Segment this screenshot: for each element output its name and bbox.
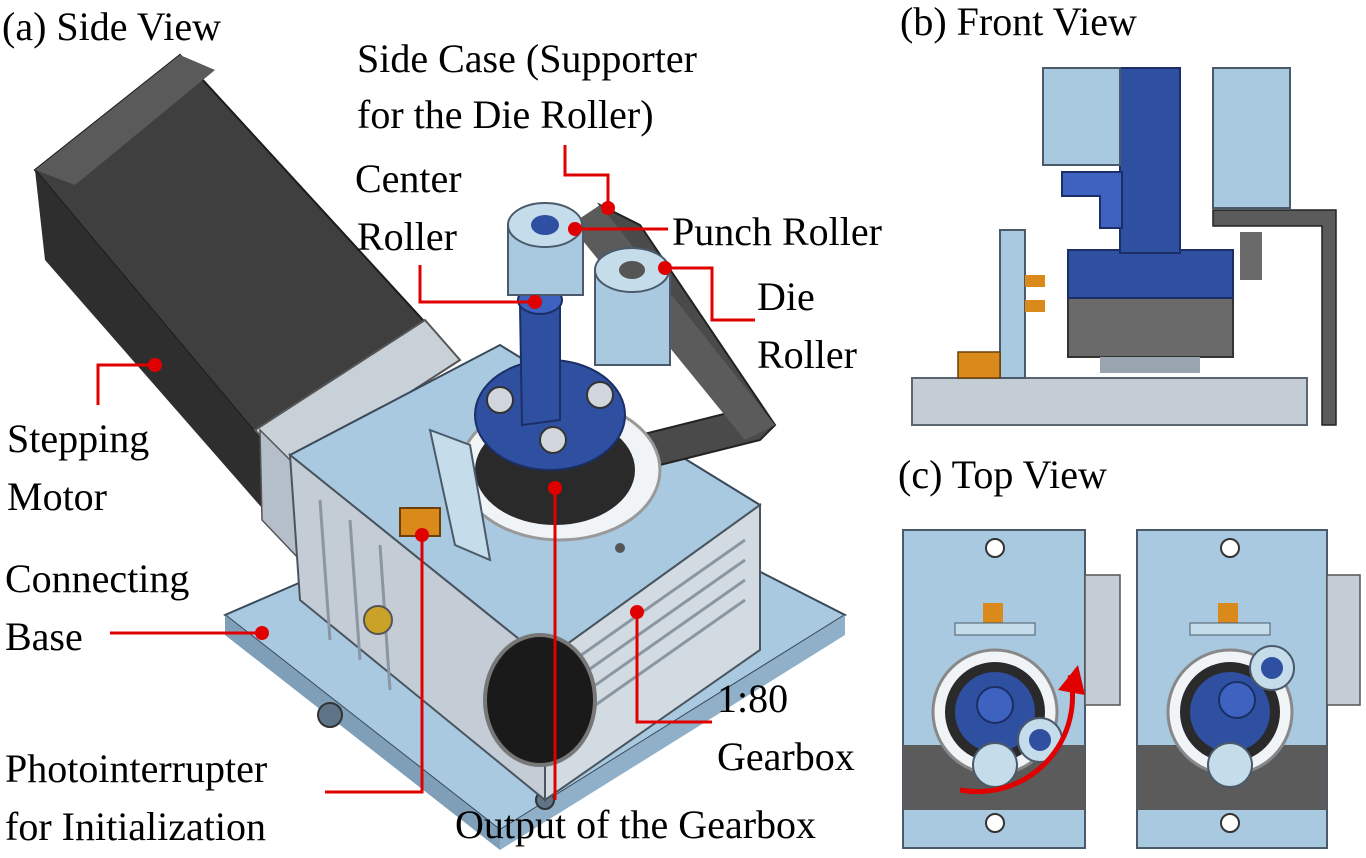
- mount-nuts: [486, 381, 614, 454]
- label-photointerrupter-line1: Photointerrupter: [5, 746, 267, 791]
- leader-output-dot: [548, 481, 562, 495]
- stepping-motor-side: [35, 170, 295, 540]
- front-center-roller-arm: [1061, 171, 1123, 229]
- labels: (a) Side View (b) Front View (c) Top Vie…: [2, 0, 1137, 849]
- punch-roller-core: [531, 215, 559, 235]
- side-view-illustration: [33, 53, 848, 850]
- label-center-roller-line2: Roller: [357, 214, 457, 259]
- rotation-arrow-head: [1058, 665, 1085, 695]
- top-left-motor-flange: [1084, 574, 1121, 706]
- front-photo-mount: [999, 229, 1026, 379]
- connecting-base-edge: [225, 615, 500, 850]
- front-output-hub: [1067, 294, 1234, 358]
- front-die-roller: [1212, 67, 1291, 209]
- gearbox-coupling: [363, 605, 393, 635]
- leader-gearbox-dot: [630, 605, 644, 619]
- label-gearbox-line2: Gearbox: [717, 734, 855, 779]
- top-right-motor-flange: [1326, 574, 1361, 706]
- leader-side-case-dot: [601, 201, 615, 215]
- label-die-roller-line2: Roller: [757, 332, 857, 377]
- front-shaft-collar: [1100, 357, 1200, 373]
- leader-stepping-motor: [96, 363, 155, 405]
- front-gearbox: [911, 377, 1308, 426]
- gearbox-shaft-opening: [483, 633, 597, 767]
- label-output: Output of the Gearbox: [455, 802, 816, 847]
- label-die-roller-line1: Die: [757, 274, 815, 319]
- front-mount-disc: [1067, 249, 1234, 299]
- leader-photointerrupter: [325, 535, 424, 794]
- label-gearbox-line1: 1:80: [717, 676, 788, 721]
- label-center-roller-line1: Center: [355, 156, 462, 201]
- leader-connecting-base-dot: [255, 626, 269, 640]
- plate-hole: [615, 543, 625, 553]
- connecting-base-edge-right: [500, 615, 845, 850]
- label-stepping-motor-line2: Motor: [7, 474, 107, 519]
- photointerrupter-mount: [428, 428, 492, 562]
- label-side-case-line2: for the Die Roller): [357, 92, 654, 137]
- top-view-left-illustration: [902, 529, 1121, 849]
- top-right-punch-core: [1261, 657, 1283, 679]
- front-center-roller: [1119, 67, 1181, 254]
- leader-center-roller-dot: [528, 295, 542, 309]
- top-right-hole-bottom: [1220, 813, 1240, 833]
- top-view-right-illustration: [1136, 529, 1361, 849]
- top-right-photointerrupter: [1218, 603, 1238, 623]
- front-side-case: [1212, 209, 1337, 426]
- leader-lines: [96, 145, 755, 800]
- panel-title-top: (c) Top View: [898, 452, 1107, 497]
- leader-punch-roller-dot: [568, 222, 582, 236]
- front-punch-roller: [1042, 67, 1121, 166]
- top-right-photo-mount: [1189, 622, 1271, 636]
- label-photointerrupter-line2: for Initialization: [5, 804, 266, 849]
- base-hole: [317, 702, 343, 728]
- leader-die-roller: [665, 266, 755, 322]
- leader-stepping-motor-dot: [148, 358, 162, 372]
- front-view-illustration: [911, 67, 1337, 426]
- front-photointerrupter: [957, 351, 1001, 379]
- label-side-case-line1: Side Case (Supporter: [357, 36, 697, 81]
- panel-title-side: (a) Side View: [2, 4, 221, 49]
- stepping-motor-top: [35, 55, 215, 185]
- rotation-arrow: [959, 674, 1075, 795]
- top-left-photo-mount: [954, 622, 1036, 636]
- label-connecting-base-line2: Base: [5, 614, 83, 659]
- top-right-die-roller: [1207, 742, 1253, 788]
- panel-title-front: (b) Front View: [900, 0, 1137, 44]
- label-stepping-motor-line1: Stepping: [7, 416, 149, 461]
- leader-photointerrupter-dot: [415, 528, 429, 542]
- front-photo-tab-2: [1025, 300, 1045, 312]
- top-left-hole-bottom: [985, 813, 1005, 833]
- top-right-hole-top: [1220, 538, 1240, 558]
- die-roller-core: [619, 261, 645, 279]
- top-left-hole-top: [985, 538, 1005, 558]
- label-connecting-base-line1: Connecting: [5, 556, 189, 601]
- top-left-center-roller: [976, 686, 1014, 724]
- top-left-die-roller: [972, 742, 1018, 788]
- leader-center-roller: [418, 265, 535, 304]
- top-left-punch-core: [1029, 729, 1051, 751]
- top-right-center-roller: [1218, 681, 1256, 719]
- top-left-photointerrupter: [983, 603, 1003, 623]
- label-punch-roller: Punch Roller: [672, 209, 882, 254]
- leader-gearbox: [635, 612, 712, 724]
- leader-side-case: [563, 145, 610, 208]
- leader-die-roller-dot: [658, 261, 672, 275]
- front-die-shaft: [1240, 232, 1262, 280]
- front-photo-tab: [1025, 275, 1045, 287]
